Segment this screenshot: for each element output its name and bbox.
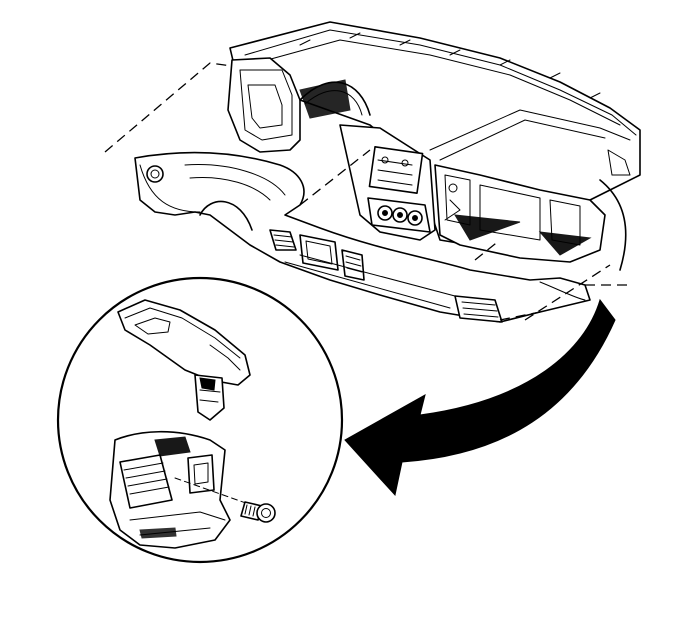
- trim-plate-outline: [134, 151, 591, 323]
- detail-view: [56, 276, 344, 564]
- retaining-bolt-icon: [240, 501, 276, 523]
- detail-dash-edge: [117, 299, 251, 386]
- trim-plate-left-clip: [146, 165, 164, 183]
- radio-opening: [368, 146, 424, 194]
- center-air-vent: [341, 249, 365, 281]
- dashboard-assembly: [227, 21, 641, 271]
- instrument-panel-trim-plate: [134, 151, 591, 323]
- left-support-bracket: [227, 57, 301, 153]
- callout-arrow: [344, 298, 616, 497]
- alignment-lines: [104, 62, 630, 321]
- cluster-opening: [299, 234, 339, 271]
- detail-retaining-clip: [187, 454, 215, 494]
- curved-arrow-icon: [344, 298, 616, 497]
